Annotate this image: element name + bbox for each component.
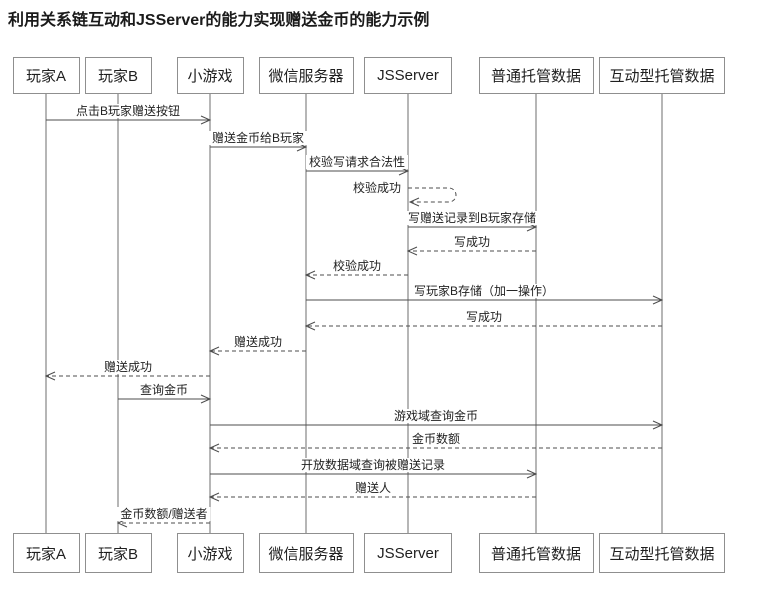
message-label-9: 写成功 — [462, 310, 506, 324]
message-label-13: 游戏域查询金币 — [390, 409, 482, 423]
arrowhead-14 — [208, 443, 220, 453]
actor-box-top-normal-storage: 普通托管数据 — [478, 57, 594, 94]
actor-box-bottom-playerA: 玩家A — [12, 533, 80, 573]
actor-box-bottom-interactive-storage: 互动型托管数据 — [599, 533, 725, 573]
actor-box-top-playerB: 玩家B — [84, 57, 152, 94]
actor-box-top-interactive-storage: 互动型托管数据 — [599, 57, 725, 94]
actor-box-bottom-normal-storage: 普通托管数据 — [478, 533, 594, 573]
arrowhead-12 — [200, 394, 212, 404]
arrowhead-4 — [408, 197, 420, 207]
message-label-16: 赠送人 — [351, 481, 395, 495]
arrowhead-15 — [526, 469, 538, 479]
message-label-12: 查询金币 — [136, 383, 192, 397]
message-label-14: 金币数额 — [408, 432, 464, 446]
message-label-17: 金币数额/赠送者 — [117, 507, 211, 521]
message-self-loop-4 — [408, 187, 457, 203]
actor-box-top-playerA: 玩家A — [12, 57, 80, 94]
actor-box-top-minigame: 小游戏 — [176, 57, 244, 94]
actor-box-top-wechat-server: 微信服务器 — [258, 57, 354, 94]
message-label-2: 赠送金币给B玩家 — [208, 131, 308, 145]
arrowhead-13 — [652, 420, 664, 430]
message-label-15: 开放数据域查询被赠送记录 — [297, 458, 449, 472]
message-label-7: 校验成功 — [329, 259, 385, 273]
message-label-4: 校验成功 — [349, 181, 404, 195]
actor-box-bottom-playerB: 玩家B — [84, 533, 152, 573]
actor-box-bottom-jsserver: JSServer — [364, 533, 452, 573]
actor-box-bottom-wechat-server: 微信服务器 — [258, 533, 354, 573]
actor-box-bottom-minigame: 小游戏 — [176, 533, 244, 573]
actor-box-top-jsserver: JSServer — [364, 57, 452, 94]
arrowhead-9 — [304, 321, 316, 331]
message-label-5: 写赠送记录到B玩家存储 — [404, 211, 540, 225]
arrowhead-6 — [406, 246, 418, 256]
arrowhead-16 — [208, 492, 220, 502]
message-label-1: 点击B玩家赠送按钮 — [72, 104, 184, 118]
message-label-3: 校验写请求合法性 — [305, 155, 409, 169]
message-label-10: 赠送成功 — [230, 335, 286, 349]
arrowhead-10 — [208, 346, 220, 356]
diagram-title: 利用关系链互动和JSServer的能力实现赠送金币的能力示例 — [8, 12, 430, 29]
message-label-11: 赠送成功 — [100, 360, 156, 374]
arrowhead-8 — [652, 295, 664, 305]
arrowhead-7 — [304, 270, 316, 280]
arrowhead-11 — [44, 371, 56, 381]
message-label-6: 写成功 — [450, 235, 494, 249]
message-label-8: 写玩家B存储（加一操作） — [410, 284, 558, 298]
arrowhead-1 — [200, 115, 212, 125]
